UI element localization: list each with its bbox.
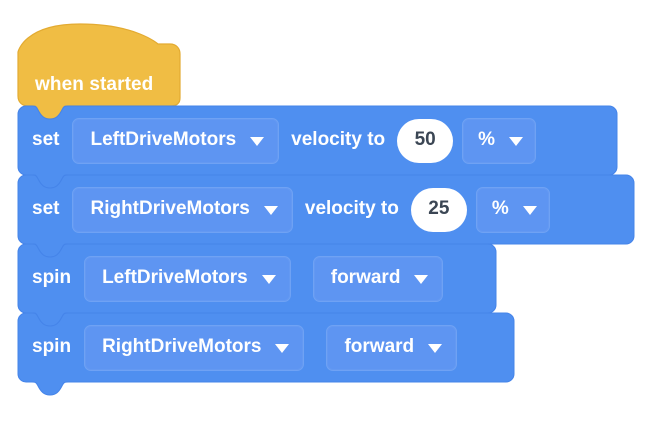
device-dropdown-rightdrivemotors[interactable]: RightDriveMotors <box>72 186 293 233</box>
chevron-down-icon <box>522 206 537 215</box>
chevron-down-icon <box>250 137 265 146</box>
block-mid-text: velocity to <box>304 198 399 219</box>
chevron-down-icon <box>428 344 443 353</box>
device-dropdown-leftdrivemotors[interactable]: LeftDriveMotors <box>72 117 280 164</box>
direction-dropdown-label: forward <box>344 336 415 357</box>
chevron-down-icon <box>275 344 290 353</box>
block-verb: set <box>32 129 60 150</box>
device-dropdown-label: LeftDriveMotors <box>90 129 237 150</box>
device-dropdown-leftdrivemotors[interactable]: LeftDriveMotors <box>84 255 291 302</box>
device-dropdown-label: RightDriveMotors <box>90 198 250 219</box>
velocity-value: 50 <box>414 129 436 150</box>
device-dropdown-rightdrivemotors[interactable]: RightDriveMotors <box>84 324 305 371</box>
block-verb: spin <box>32 336 72 357</box>
device-dropdown-label: LeftDriveMotors <box>102 267 248 288</box>
velocity-value-input[interactable]: 25 <box>410 187 467 232</box>
direction-dropdown-forward[interactable]: forward <box>312 255 444 302</box>
unit-dropdown-label: % <box>491 198 509 219</box>
unit-dropdown-label: % <box>478 129 496 150</box>
block-verb: spin <box>32 267 72 288</box>
block-when-started[interactable]: when started <box>17 22 181 120</box>
chevron-down-icon <box>263 206 278 215</box>
velocity-value: 25 <box>428 198 450 219</box>
velocity-value-input[interactable]: 50 <box>397 118 454 163</box>
chevron-down-icon <box>509 137 524 146</box>
unit-dropdown-percent[interactable]: % <box>475 186 550 233</box>
chevron-down-icon <box>261 275 276 284</box>
direction-dropdown-forward[interactable]: forward <box>326 324 458 371</box>
device-dropdown-label: RightDriveMotors <box>102 336 262 357</box>
unit-dropdown-percent[interactable]: % <box>462 117 537 164</box>
direction-dropdown-label: forward <box>330 267 401 288</box>
block-mid-text: velocity to <box>291 129 386 150</box>
chevron-down-icon <box>414 275 429 284</box>
hat-block-label: when started <box>35 74 154 95</box>
block-verb: set <box>32 198 60 219</box>
